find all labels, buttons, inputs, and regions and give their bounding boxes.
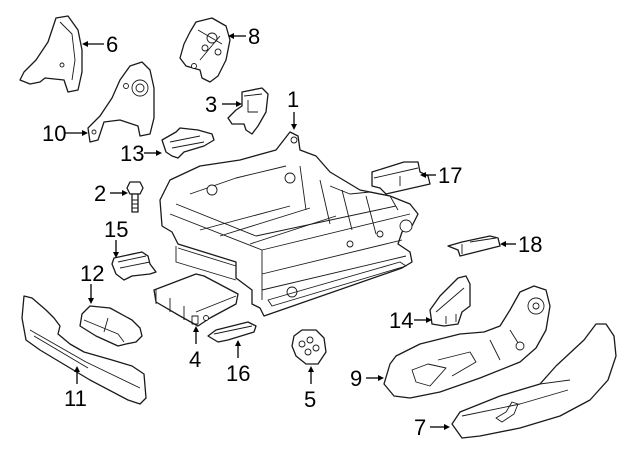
callout-11: 11 (64, 386, 87, 411)
part-18-track-end-cover[interactable] (447, 235, 501, 257)
callout-16: 16 (226, 361, 250, 386)
part-4-control-module[interactable] (153, 273, 239, 327)
part-8-recliner-mechanism[interactable] (179, 17, 231, 83)
part-1-seat-frame[interactable] (159, 131, 419, 317)
callout-8: 8 (248, 24, 260, 49)
part-9-side-frame-panel[interactable] (383, 285, 551, 399)
part-12-trim-cover[interactable] (79, 305, 143, 347)
part-3-bracket[interactable] (227, 87, 269, 135)
callout-17: 17 (438, 163, 462, 188)
callout-4: 4 (189, 347, 201, 372)
callout-9: 9 (350, 366, 362, 391)
callout-5: 5 (304, 387, 316, 412)
part-13-switch-bracket[interactable] (161, 127, 215, 159)
callout-labels: 6 8 3 1 10 13 2 17 15 18 12 14 4 16 5 9 … (42, 24, 542, 440)
part-11-inner-trim-panel[interactable] (21, 295, 147, 405)
callout-3: 3 (205, 92, 217, 117)
callout-6: 6 (106, 32, 118, 57)
leader-lines (64, 33, 516, 430)
callout-12: 12 (80, 261, 104, 286)
part-16-module-cover[interactable] (207, 321, 257, 343)
part-10-recliner-bracket[interactable] (87, 61, 155, 143)
callout-14: 14 (389, 308, 413, 333)
callout-18: 18 (518, 232, 542, 257)
part-6-upper-cover[interactable] (19, 15, 83, 93)
part-2-bolt[interactable] (126, 181, 144, 213)
callout-7: 7 (414, 415, 426, 440)
part-17-rear-track-cover[interactable] (371, 161, 431, 195)
callout-15: 15 (104, 217, 128, 242)
part-15-track-cover[interactable] (111, 251, 157, 281)
part-14-mount-bracket[interactable] (429, 275, 471, 327)
callout-2: 2 (94, 181, 106, 206)
callout-1: 1 (287, 87, 299, 112)
part-7-side-shield[interactable] (451, 323, 617, 439)
callout-13: 13 (120, 141, 144, 166)
part-5-motor[interactable] (291, 329, 327, 365)
callout-10: 10 (42, 121, 66, 146)
